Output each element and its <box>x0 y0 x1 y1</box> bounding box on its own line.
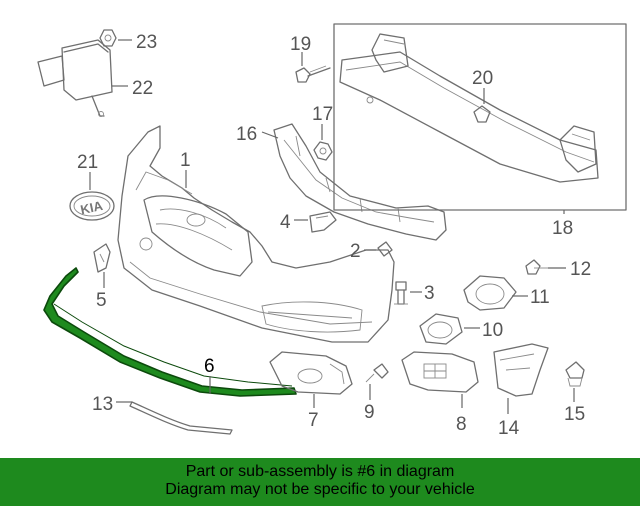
label-5: 5 <box>96 290 107 311</box>
label-19: 19 <box>290 34 311 55</box>
label-11: 11 <box>530 287 550 308</box>
label-2: 2 <box>350 241 361 262</box>
part-7-bracket[interactable] <box>269 351 353 395</box>
part-17-nut[interactable] <box>313 141 333 161</box>
label-15: 15 <box>564 404 585 425</box>
part-4-clip[interactable] <box>309 211 337 233</box>
part-10-fog-lamp[interactable] <box>419 313 463 345</box>
part-6-lower-molding-highlighted[interactable] <box>43 267 297 397</box>
part-3-bolt[interactable] <box>394 281 408 305</box>
part-5-bracket[interactable] <box>93 243 111 273</box>
label-4: 4 <box>280 212 291 233</box>
label-17: 17 <box>312 104 333 125</box>
part-1-bumper-cover[interactable] <box>117 125 395 343</box>
label-10: 10 <box>482 320 503 341</box>
part-2-clip[interactable] <box>377 241 393 257</box>
part-19-bolt[interactable] <box>295 65 331 83</box>
label-8: 8 <box>456 414 467 435</box>
svg-text:KIA: KIA <box>79 198 105 217</box>
label-1: 1 <box>180 150 191 171</box>
part-9-bolt[interactable] <box>365 363 389 383</box>
part-23-nut[interactable] <box>99 29 117 47</box>
part-16-absorber[interactable] <box>273 123 447 241</box>
part-18-reinforcement-beam[interactable] <box>333 23 627 211</box>
label-20: 20 <box>472 68 493 89</box>
label-6: 6 <box>204 356 215 377</box>
banner-line-2: Diagram may not be specific to your vehi… <box>165 481 475 498</box>
part-11-fog-cover[interactable] <box>463 275 517 311</box>
banner-line-1: Part or sub-assembly is #6 in diagram <box>185 463 455 480</box>
label-18: 18 <box>552 218 573 239</box>
part-21-kia-emblem[interactable]: KIA <box>69 191 115 221</box>
label-3: 3 <box>424 283 435 304</box>
label-7: 7 <box>308 410 319 431</box>
label-14: 14 <box>498 418 520 439</box>
label-22: 22 <box>132 78 153 99</box>
label-23: 23 <box>136 32 157 53</box>
part-22-module[interactable] <box>37 39 113 117</box>
part-15-clip[interactable] <box>565 361 585 387</box>
part-20-clip[interactable] <box>473 105 491 123</box>
part-14-side-cover[interactable] <box>493 343 549 397</box>
info-banner: Part or sub-assembly is #6 in diagram Di… <box>0 458 640 506</box>
label-12: 12 <box>570 259 591 280</box>
part-8-bracket[interactable] <box>401 351 479 393</box>
part-13-lower-trim[interactable] <box>129 401 233 435</box>
label-13: 13 <box>92 394 113 415</box>
label-21: 21 <box>77 152 98 173</box>
label-9: 9 <box>364 402 375 423</box>
parts-diagram: KIA <box>37 23 627 439</box>
label-16: 16 <box>236 124 257 145</box>
part-12-screw[interactable] <box>525 259 548 275</box>
leader-16 <box>261 131 279 139</box>
